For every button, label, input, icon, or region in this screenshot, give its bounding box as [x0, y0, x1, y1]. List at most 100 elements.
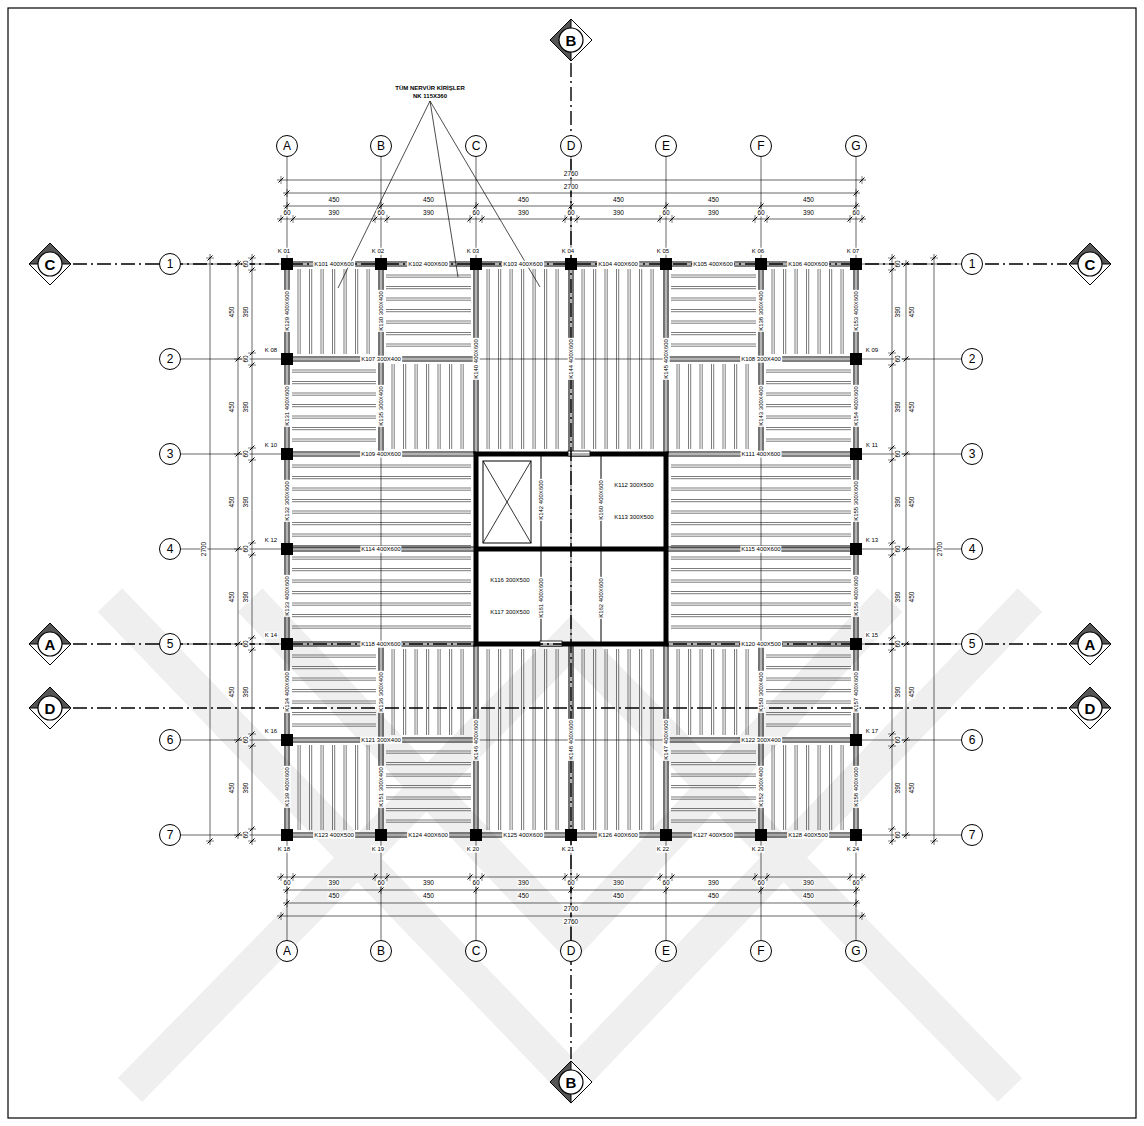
label-holder: 60: [894, 354, 901, 363]
rib-line: [292, 490, 471, 491]
rib-line: [449, 649, 450, 735]
rib-line: [415, 364, 416, 449]
column-label: K 05: [656, 248, 670, 255]
rib-line: [746, 364, 747, 449]
rib-line: [386, 762, 471, 763]
rib-line: [292, 383, 376, 384]
label-holder: K 05: [656, 248, 670, 255]
marker-outline: [29, 623, 71, 665]
extension-line: [850, 215, 851, 223]
grid-axis-name: F: [757, 945, 764, 957]
label-holder: K122 300X400: [740, 737, 782, 744]
rib-line: [797, 745, 798, 830]
grid-axis-name: G: [851, 140, 860, 152]
note-text: TÜM NERVÜR KİRİŞLER: [394, 85, 466, 92]
dimension-text: 60: [376, 209, 385, 216]
section-marker: B: [548, 17, 594, 63]
grid-bubble: 7: [159, 824, 181, 846]
grid-axis-name: 3: [167, 448, 174, 460]
label-holder: K 13: [865, 537, 879, 544]
label-holder: 450: [908, 781, 915, 794]
label-holder: K102 400X600: [407, 261, 449, 268]
rib-line: [702, 649, 703, 735]
extension-line: [248, 650, 256, 651]
rib-line: [386, 286, 471, 287]
rib-line: [386, 787, 471, 788]
grid-axis-name: D: [567, 945, 576, 957]
rib-line: [671, 323, 756, 324]
label-holder: K104 400X600: [597, 261, 639, 268]
rib-line: [417, 649, 418, 735]
rib-line: [292, 593, 471, 594]
beam-label: K120 400X500: [740, 641, 782, 648]
beam-label: K146 400X600: [473, 719, 480, 761]
label-holder: K 20: [466, 846, 480, 853]
label-holder: K114 400X600: [360, 546, 401, 553]
label-holder: K112 300X500: [613, 482, 654, 489]
grid-bubble: D: [560, 940, 582, 962]
dimension-text: 2760: [563, 170, 579, 177]
rib-line: [292, 726, 376, 727]
beam-label: K161 400X600: [538, 577, 545, 619]
beam-label: K153 400X600: [853, 290, 860, 332]
beam-label: K103 400X600: [502, 261, 544, 268]
rib-line: [820, 745, 821, 830]
beam-label: K102 400X600: [407, 261, 449, 268]
extension-line: [375, 873, 376, 881]
extension-line: [888, 650, 896, 651]
rib-line: [292, 703, 376, 704]
rib-line: [671, 309, 756, 310]
label-holder: K103 400X600: [502, 261, 544, 268]
label-holder: 450: [612, 892, 625, 899]
rib-line: [546, 649, 547, 830]
grid-line: [856, 157, 857, 940]
rib-line: [292, 501, 471, 502]
rib-line: [292, 534, 471, 535]
rib-line: [766, 712, 851, 713]
dimension-line: [252, 254, 253, 845]
label-holder: 390: [894, 400, 901, 413]
beam-label: K162 400X600: [598, 577, 605, 619]
grid-axis-name: 4: [167, 543, 174, 555]
dimension-text: 2700: [200, 541, 207, 557]
label-holder: K143 300X400: [758, 385, 765, 427]
rib-line: [616, 649, 617, 830]
rib-line: [766, 381, 851, 382]
rib-line: [426, 649, 427, 735]
label-holder: 450: [228, 686, 235, 699]
rib-line: [386, 321, 471, 322]
rib-line: [766, 427, 851, 428]
rib-line: [403, 649, 404, 735]
extension-line: [850, 873, 851, 881]
rib-line: [766, 724, 851, 725]
label-holder: K150 300X400: [758, 671, 765, 713]
label-holder: K130 300X400: [378, 290, 385, 332]
label-holder: 60: [661, 209, 670, 216]
rib-line: [595, 649, 596, 830]
rib-line: [700, 649, 701, 735]
column-label: K 22: [656, 846, 670, 853]
column-label: K 08: [264, 347, 278, 354]
rib-line: [544, 649, 545, 830]
rib-line: [766, 441, 851, 442]
grid-bubble: 2: [159, 348, 181, 370]
rib-line: [386, 332, 471, 333]
rib-line: [311, 269, 312, 354]
grid-axis-name: 5: [969, 638, 976, 650]
column-label: K 07: [846, 248, 860, 255]
rib-line: [785, 269, 786, 354]
extension-line: [862, 873, 863, 881]
grid-axis-name: 6: [969, 734, 976, 746]
label-holder: K144 400X600: [568, 338, 575, 380]
beam-label: K150 300X400: [758, 671, 765, 713]
extension-line: [281, 912, 282, 920]
rib-line: [300, 745, 301, 830]
rib-line: [386, 334, 471, 335]
column-label: K 17: [865, 728, 879, 735]
dimension-text: 450: [612, 196, 625, 203]
rib-line: [498, 649, 499, 830]
rib-line: [292, 570, 471, 571]
dimension-text: 60: [851, 879, 860, 886]
extension-line: [767, 215, 768, 223]
label-holder: 60: [282, 879, 291, 886]
